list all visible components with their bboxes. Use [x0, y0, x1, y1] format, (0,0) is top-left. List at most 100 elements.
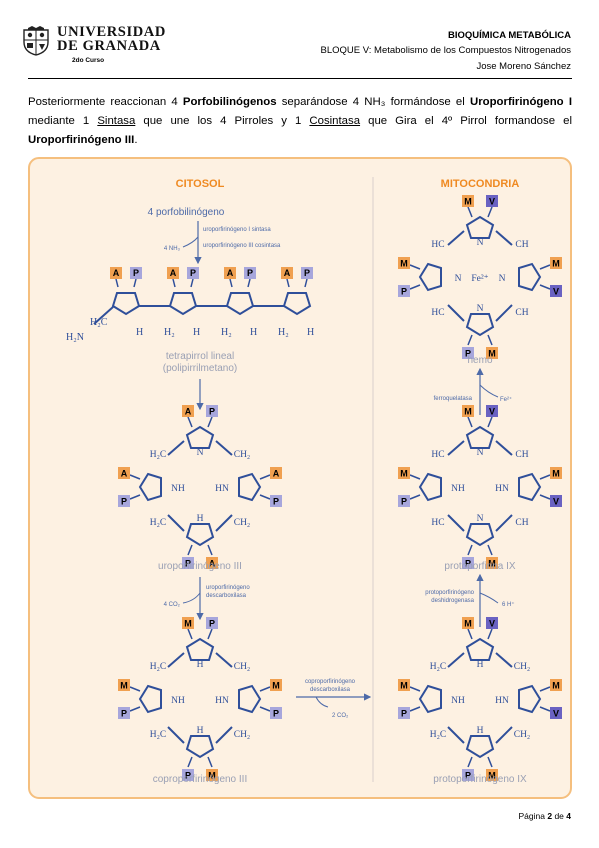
badge-M	[550, 467, 562, 479]
fe-in-label: Fe²⁺	[500, 396, 512, 403]
ch2-label: H₂	[278, 327, 289, 338]
badge-M-label: M	[272, 681, 280, 691]
bridge-label: CH₂	[234, 450, 251, 460]
bridge-label: H₂C	[150, 450, 167, 460]
badge-P	[398, 285, 410, 297]
para-text: que une los 4 Pirroles y 1	[135, 115, 310, 127]
badge-M-label: M	[552, 469, 560, 479]
university-shield-icon	[23, 26, 49, 56]
page-footer: Página 2 de 4	[519, 811, 572, 821]
university-name-line2: DE GRANADA	[57, 38, 161, 54]
badge-M-label: M	[464, 407, 472, 417]
badge-A-label: A	[227, 268, 234, 278]
badge-P	[118, 707, 130, 719]
bridge-label: CH	[515, 240, 528, 250]
para-bold: Uroporfirinógeno I	[469, 96, 572, 108]
uroporfirinogeno-iii-label: uroporfirinógeno III	[158, 561, 242, 572]
badge-M	[462, 617, 474, 629]
badge-V	[550, 495, 562, 507]
badge-A	[224, 267, 236, 279]
badge-A	[110, 267, 122, 279]
coproporfirinogeno-iii-label: coproporfirinógeno III	[153, 774, 248, 785]
arrow-co2-out	[182, 592, 201, 604]
hemo-label: hemo	[467, 355, 492, 366]
n-label: N	[499, 274, 506, 284]
badge-M-label: M	[120, 681, 128, 691]
para-bold: Uroporfirinógeno III	[28, 134, 135, 146]
n-label: H	[477, 726, 484, 736]
badge-V-label: V	[489, 407, 495, 417]
badge-M-label: M	[552, 681, 560, 691]
para-underline: Sintasa	[97, 115, 136, 127]
n-label: NH	[171, 696, 185, 706]
badge-M-label: M	[464, 197, 472, 207]
badge-P-label: P	[209, 407, 215, 417]
badge-V-label: V	[553, 287, 559, 297]
badge-V-label: V	[489, 619, 495, 629]
university-name-line1: UNIVERSIDAD	[57, 24, 166, 40]
badge-P-label: P	[465, 771, 471, 781]
badge-A-label: A	[273, 469, 280, 479]
figure-panel	[28, 157, 572, 799]
badge-P	[398, 495, 410, 507]
nh-h-label: H	[136, 327, 143, 338]
badge-V	[486, 405, 498, 417]
para-text: mediante 1	[28, 115, 98, 127]
badge-M-label: M	[552, 259, 560, 269]
badge-P-label: P	[465, 349, 471, 359]
badge-A	[167, 267, 179, 279]
badge-P-label: P	[401, 287, 407, 297]
co2-4-label: 4 CO₂	[164, 602, 181, 608]
badge-A-label: A	[209, 559, 216, 569]
n-label: H	[197, 660, 204, 670]
badge-A	[182, 405, 194, 417]
citosol-title: CITOSOL	[176, 178, 225, 190]
badge-P-label: P	[133, 268, 139, 278]
document-block: BLOQUE V: Metabolismo de los Compuestos …	[320, 45, 571, 56]
fe-label: Fe²⁺	[471, 274, 488, 284]
badge-V-label: V	[489, 197, 495, 207]
badge-V	[486, 195, 498, 207]
badge-P-label: P	[185, 559, 191, 569]
badge-P-label: P	[401, 709, 407, 719]
badge-M	[270, 679, 282, 691]
badge-P	[206, 405, 218, 417]
ch2-label: H₂	[221, 327, 232, 338]
uro3-cosynthase-label: uroporfirinógeno III cosintasa	[203, 243, 281, 249]
bridge-label: CH₂	[234, 518, 251, 528]
badge-P-label: P	[401, 497, 407, 507]
nh-h-label: H	[193, 327, 200, 338]
uro1-synthase-label: uroporfirinógeno I sintasa	[203, 227, 271, 233]
h2n-label: H₂N	[66, 332, 84, 343]
bridge-label: HC	[431, 450, 444, 460]
badge-P	[398, 707, 410, 719]
document-title: BIOQUÍMICA METABÓLICA	[448, 30, 571, 41]
nh3-label: 4 NH₃	[164, 246, 181, 252]
bridge-label: CH	[515, 308, 528, 318]
uro-decarboxylase-label: uroporfirinógeno	[206, 585, 250, 591]
polipirrilmetano-label: (polipirrilmetano)	[163, 363, 237, 374]
n-label: N	[477, 448, 484, 458]
badge-A	[206, 557, 218, 569]
bridge-label: H₂C	[430, 730, 447, 740]
badge-M	[462, 195, 474, 207]
badge-P-label: P	[121, 497, 127, 507]
badge-M-label: M	[208, 771, 216, 781]
badge-M	[550, 679, 562, 691]
nh-h-label: H	[307, 327, 314, 338]
tetrapirrol-label: tetrapirrol lineal	[166, 351, 234, 362]
n-label: N	[477, 238, 484, 248]
badge-M-label: M	[400, 469, 408, 479]
bridge-label: CH₂	[514, 662, 531, 672]
heme-synthesis-figure: CITOSOL MITOCONDRIA 4 porfobilinógeno ur…	[28, 157, 572, 799]
badge-M-label: M	[184, 619, 192, 629]
para-text: Posteriormente reaccionan 4	[28, 96, 183, 108]
bridge-label: CH₂	[234, 662, 251, 672]
bridge-label: H₂C	[150, 730, 167, 740]
badge-P	[118, 495, 130, 507]
n-label: H	[477, 660, 484, 670]
badge-P-label: P	[304, 268, 310, 278]
